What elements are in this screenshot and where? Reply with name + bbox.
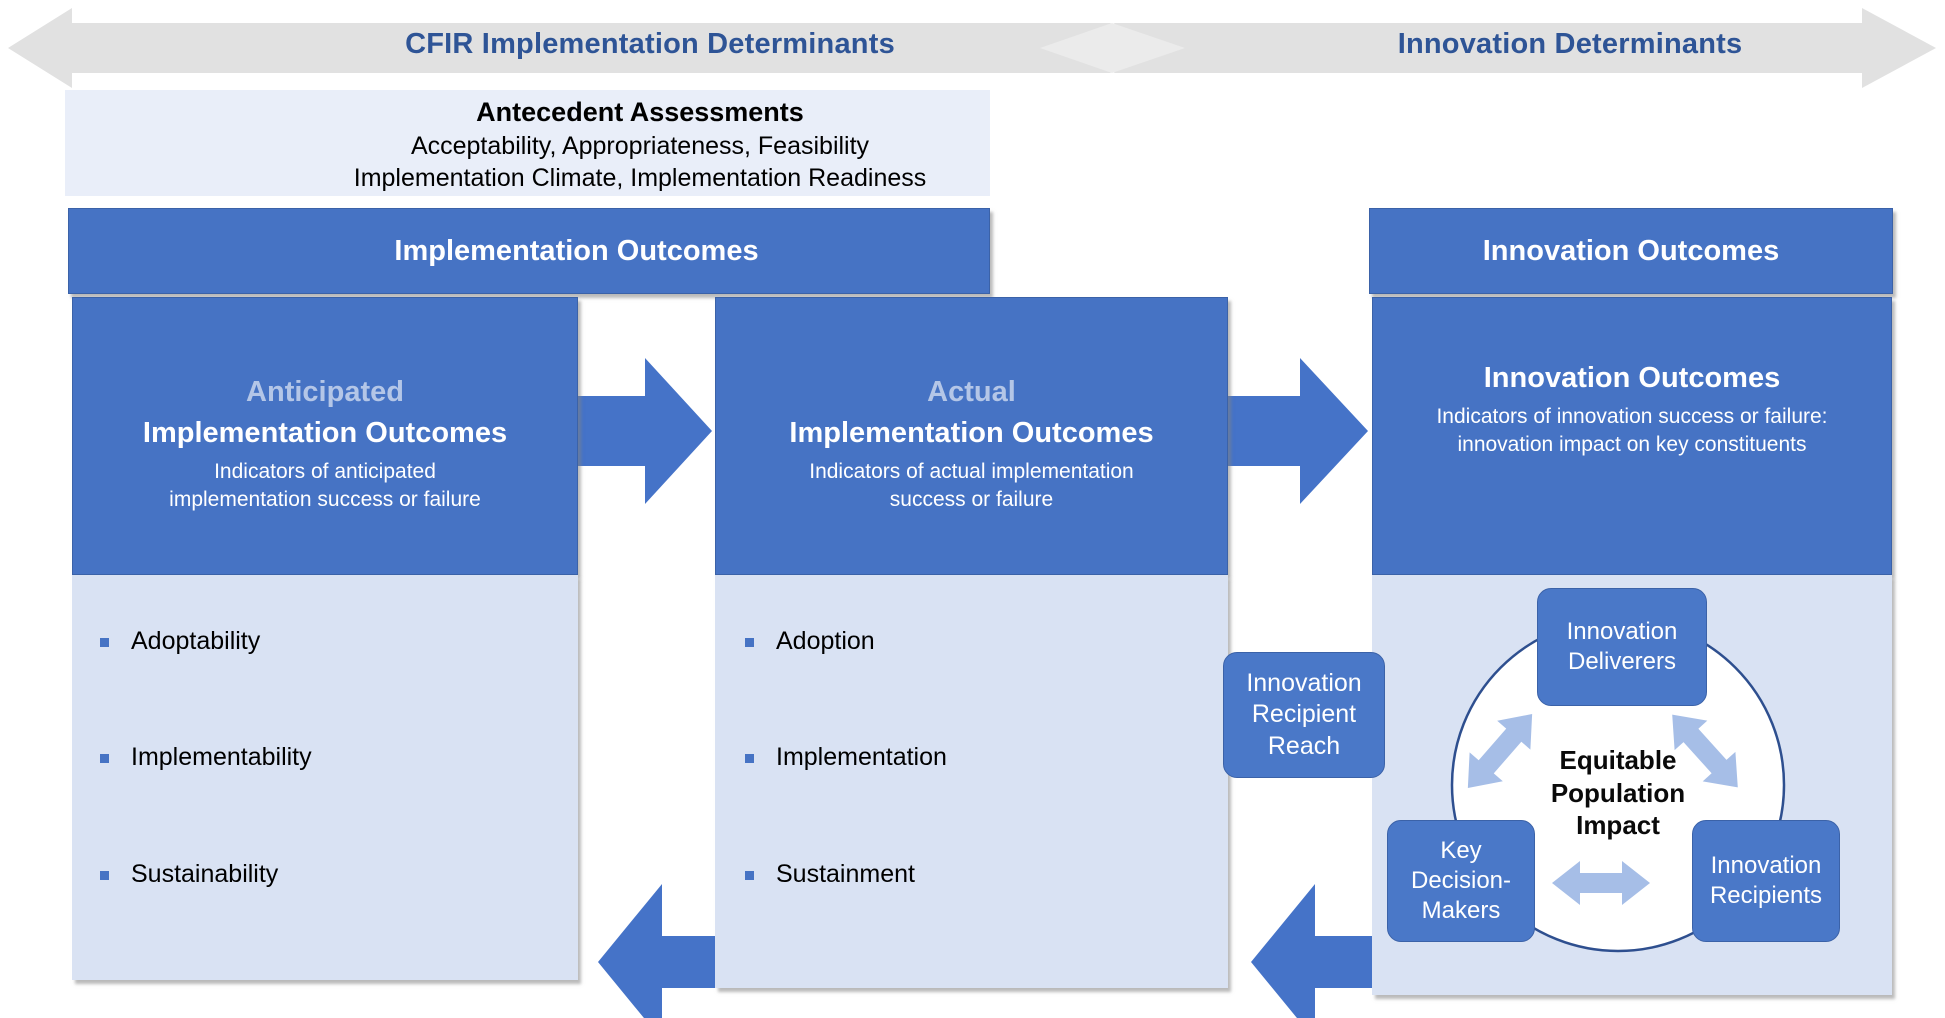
band-overlap-diamond-icon bbox=[1040, 23, 1185, 73]
innovation-recipient-reach-label: Innovation Recipient Reach bbox=[1246, 669, 1362, 760]
antecedent-line-1: Acceptability, Appropriateness, Feasibil… bbox=[410, 131, 870, 160]
anticipated-subtitle: Indicators of anticipated implementation… bbox=[169, 460, 481, 512]
innovation-outcomes-header: Innovation Outcomes Indicators of innova… bbox=[1372, 297, 1892, 575]
flow-arrow-right-2-icon bbox=[1226, 358, 1368, 504]
list-item: Sustainability bbox=[100, 860, 278, 889]
innovation-outcomes-bar-label: Innovation Outcomes bbox=[1482, 234, 1780, 267]
innovation-outcomes-title: Innovation Outcomes bbox=[1483, 362, 1781, 394]
bullet-square-icon bbox=[100, 754, 109, 763]
left-determinants-band-arrow-icon bbox=[8, 8, 1185, 88]
actual-subtitle: Indicators of actual implementation succ… bbox=[809, 460, 1134, 512]
antecedent-assessments-box: Antecedent Assessments Acceptability, Ap… bbox=[65, 90, 990, 196]
list-item-label: Implementability bbox=[131, 743, 312, 771]
bullet-square-icon bbox=[745, 754, 754, 763]
bullet-square-icon bbox=[100, 871, 109, 880]
list-item: Adoptability bbox=[100, 627, 260, 656]
anticipated-title-prefix: Anticipated bbox=[246, 376, 404, 408]
list-item: Sustainment bbox=[745, 860, 915, 889]
anticipated-title: Implementation Outcomes bbox=[142, 417, 508, 449]
innovation-deliverers-box: Innovation Deliverers bbox=[1537, 588, 1707, 706]
feedback-arrow-left-1-icon bbox=[598, 884, 722, 1018]
key-decision-makers-box: Key Decision-Makers bbox=[1387, 820, 1535, 942]
antecedent-assessments-text: Antecedent Assessments Acceptability, Ap… bbox=[290, 95, 990, 194]
equitable-population-impact-label: Equitable Population Impact bbox=[1550, 745, 1686, 840]
list-item-label: Sustainment bbox=[776, 860, 915, 888]
list-item: Implementation bbox=[745, 743, 947, 772]
anticipated-outcomes-body: Adoptability Implementability Sustainabi… bbox=[72, 575, 578, 980]
feedback-arrow-left-2-icon bbox=[1251, 884, 1378, 1018]
bullet-square-icon bbox=[745, 871, 754, 880]
anticipated-outcomes-header: Anticipated Implementation Outcomes Indi… bbox=[72, 297, 578, 575]
list-item-label: Adoptability bbox=[131, 627, 261, 655]
implementation-outcomes-bar-label: Implementation Outcomes bbox=[394, 234, 759, 267]
actual-title: Implementation Outcomes bbox=[789, 417, 1154, 449]
bullet-square-icon bbox=[745, 638, 754, 647]
innovation-outcomes-subtitle: Indicators of innovation success or fail… bbox=[1436, 405, 1828, 457]
list-item: Adoption bbox=[745, 627, 875, 656]
flow-arrow-right-1-icon bbox=[574, 358, 712, 504]
actual-outcomes-header: Actual Implementation Outcomes Indicator… bbox=[715, 297, 1228, 575]
actual-title-prefix: Actual bbox=[927, 376, 1016, 408]
innovation-deliverers-label: Innovation Deliverers bbox=[1566, 618, 1678, 675]
cfir-implementation-determinants-label: CFIR Implementation Determinants bbox=[405, 28, 895, 60]
antecedent-title: Antecedent Assessments bbox=[476, 97, 804, 127]
innovation-recipients-box: Innovation Recipients bbox=[1692, 820, 1840, 942]
innovation-recipients-label: Innovation Recipients bbox=[1709, 852, 1823, 909]
actual-outcomes-body: Adoption Implementation Sustainment bbox=[715, 575, 1228, 988]
key-decision-makers-label: Key Decision-Makers bbox=[1410, 837, 1512, 924]
innovation-determinants-label: Innovation Determinants bbox=[1397, 28, 1743, 60]
antecedent-line-2: Implementation Climate, Implementation R… bbox=[353, 163, 927, 192]
innovation-outcomes-bar: Innovation Outcomes bbox=[1369, 208, 1893, 294]
list-item-label: Adoption bbox=[776, 627, 875, 655]
bullet-square-icon bbox=[100, 638, 109, 647]
innovation-recipient-reach-box: Innovation Recipient Reach bbox=[1223, 652, 1385, 778]
right-determinants-band-arrow-icon bbox=[1040, 8, 1936, 88]
implementation-outcomes-bar: Implementation Outcomes bbox=[68, 208, 990, 294]
list-item-label: Implementation bbox=[776, 743, 947, 771]
list-item-label: Sustainability bbox=[131, 860, 279, 888]
list-item: Implementability bbox=[100, 743, 312, 772]
